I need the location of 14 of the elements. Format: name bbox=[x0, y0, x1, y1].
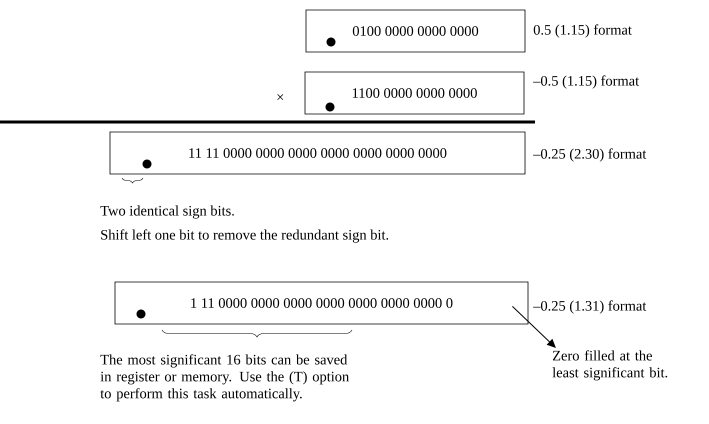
register-box: 1100 0000 0000 0000 bbox=[304, 72, 524, 114]
format-label: –0.5 (1.15) format bbox=[533, 75, 640, 89]
note-text: Two identical sign bits. bbox=[100, 205, 234, 219]
register-box: 11 11 0000 0000 0000 0000 0000 0000 0000 bbox=[110, 132, 526, 174]
register-box: 1 11 0000 0000 0000 0000 0000 0000 0000 0 bbox=[114, 282, 528, 324]
note-text: Shift left one bit to remove the redundant sign bit. bbox=[101, 229, 388, 243]
format-label: 0.5 (1.15) format bbox=[534, 24, 632, 38]
register-box: 0100 0000 0000 0000 bbox=[306, 10, 526, 52]
note-text: Zero filled at the least significant bit. bbox=[552, 350, 668, 380]
format-label: –0.25 (1.31) format bbox=[533, 300, 646, 314]
arrow bbox=[512, 306, 556, 348]
note-text: The most significant 16 bits can be saved in register or memory. Use the (T) option to perform this task automatically. bbox=[100, 354, 349, 402]
format-label: –0.25 (2.30) format bbox=[533, 148, 646, 162]
times-sign: × bbox=[277, 94, 284, 100]
